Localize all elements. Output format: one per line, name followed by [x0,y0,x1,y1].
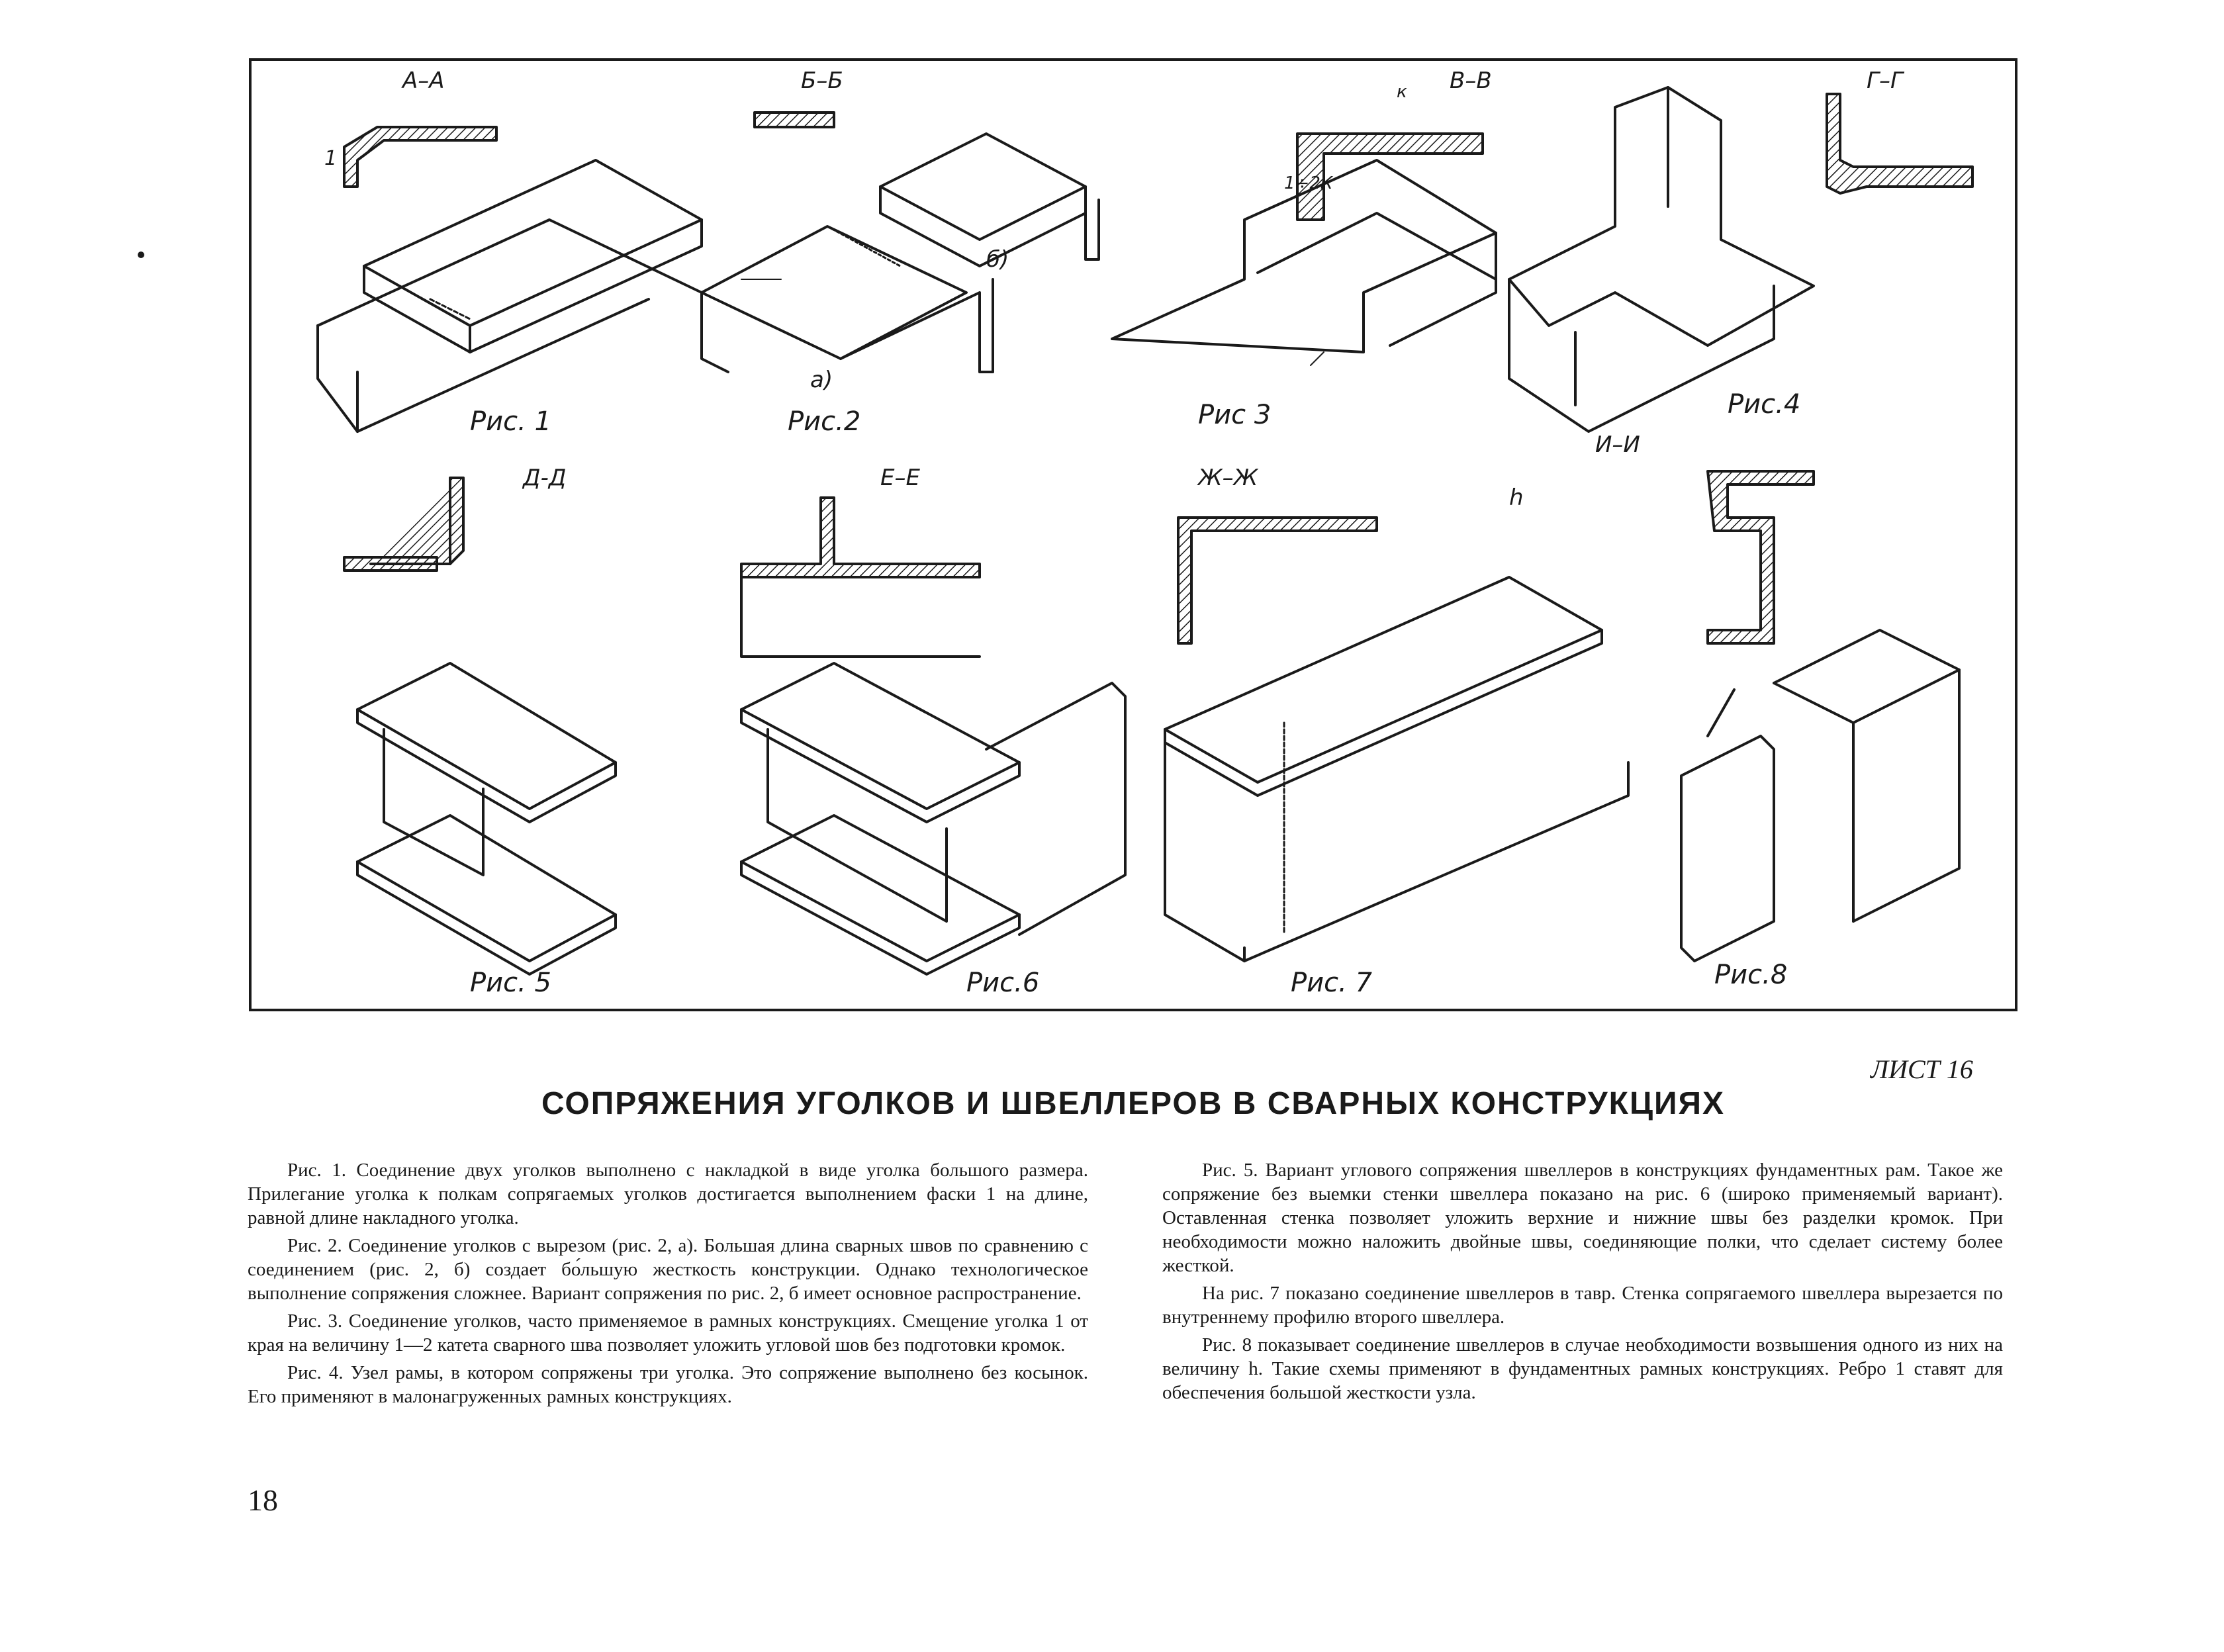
section-aa-label: А–А [402,68,445,94]
fig8-drawing [1680,470,1961,962]
dim-k-label: к [1397,82,1407,102]
fig7-label: Рис. 7 [1291,968,1372,998]
section-zhzh-label: Ж–Ж [1198,465,1258,491]
fig8-label: Рис.8 [1714,960,1788,990]
paragraph-fig5: Рис. 5. Вариант углового сопряжения швел… [1162,1160,2003,1276]
fig3-drawing [1111,132,1497,366]
fig4-drawing [1508,86,1974,433]
fig5-drawing [343,477,617,976]
fig2-drawing [700,111,1100,373]
section-bb-label: Б–Б [801,68,843,94]
fig1-label: Рис. 1 [470,406,551,437]
text-column-right: Рис. 5. Вариант углового сопряжения швел… [1162,1158,2003,1408]
fig7-drawing [1164,516,1630,962]
dim-h-label: h [1509,484,1524,511]
paragraph-fig1: Рис. 1. Соединение двух уголков выполнен… [248,1160,1088,1228]
fig6-label: Рис.6 [966,968,1040,998]
section-dd-label: Д-Д [523,465,567,491]
section-ii-label: И–И [1595,432,1640,458]
fig6-drawing [740,496,1127,976]
drawing-frame: Рис. 1 Рис.2 Рис 3 Рис.4 Рис. 5 Рис.6 Ри… [249,58,2017,1011]
technical-drawing [316,86,1974,976]
fig1-drawing [316,126,782,433]
text-column-left: Рис. 1. Соединение двух уголков выполнен… [248,1158,1088,1412]
paragraph-fig2: Рис. 2. Соединение уголков с вырезом (ри… [248,1235,1088,1304]
variant-a-label: а) [810,367,833,393]
paragraph-fig4: Рис. 4. Узел рамы, в котором сопряжены т… [248,1362,1088,1407]
section-vv-label: В–В [1450,68,1492,94]
stray-dot [138,252,144,258]
fig4-label: Рис.4 [1728,389,1801,420]
part-1-label: 1 [324,147,338,170]
page-number: 18 [248,1483,278,1517]
fig2-label: Рис.2 [788,406,861,437]
section-ee-label: Е–Е [880,465,920,491]
paragraph-fig3: Рис. 3. Соединение уголков, часто примен… [248,1310,1088,1355]
dim-k12-label: 1÷2К [1284,173,1333,193]
fig5-label: Рис. 5 [470,968,551,998]
page-title: СОПРЯЖЕНИЯ УГОЛКОВ И ШВЕЛЛЕРОВ В СВАРНЫХ… [541,1086,1726,1121]
sheet-label: ЛИСТ 16 [1871,1054,1973,1084]
paragraph-fig8: Рис. 8 показывает соединение швеллеров в… [1162,1334,2003,1403]
fig3-label: Рис 3 [1198,400,1272,430]
paragraph-fig7: На рис. 7 показано соединение швеллеров … [1162,1283,2003,1328]
section-gg-label: Г–Г [1867,68,1903,94]
variant-b-label: б) [986,246,1009,273]
